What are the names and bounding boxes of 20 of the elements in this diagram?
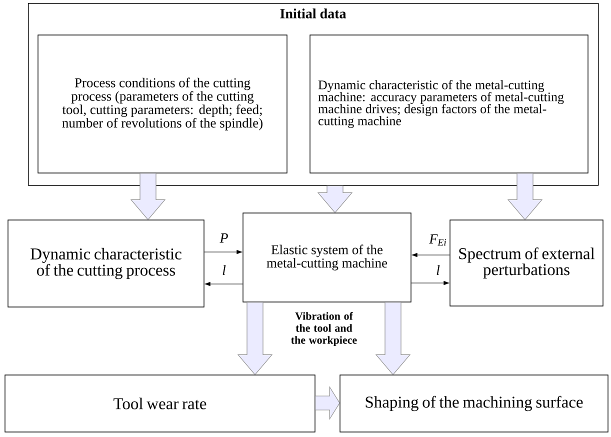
caption-text: Vibration of the tool and the workpiece <box>291 312 357 346</box>
block-arrow <box>375 302 411 376</box>
process-box: Dynamic characteristic of the metal-cutting machine: accuracy parameters of metal-cutting machine drives; design factors of the metal-cutting machine <box>310 34 588 174</box>
process-box: Spectrum of external perturbations <box>450 220 604 306</box>
block-arrow <box>317 185 353 214</box>
process-box: Dynamic characteristic of the cutting process <box>8 220 204 308</box>
block-arrow <box>507 173 543 220</box>
process-box: Shaping of the machining surface <box>340 374 608 432</box>
process-box: Process conditions of the cutting process (parameters of the cutting tool, cutting parameters: depth; feed; number of revolutions of the spindle) <box>38 34 288 174</box>
frame-heading: Initial data <box>280 8 346 18</box>
block-arrow <box>237 302 273 376</box>
process-box: Elastic system of the metal-cutting machine <box>242 212 412 302</box>
edge-label: l <box>436 265 440 275</box>
edge-label: F$_{Ei}$ <box>429 234 446 246</box>
edge-label: l <box>222 265 226 275</box>
group-frame <box>28 3 599 186</box>
edge-label: P <box>220 233 228 243</box>
block-arrow <box>130 173 166 220</box>
process-box: Tool wear rate <box>4 374 316 432</box>
block-arrow <box>315 386 340 420</box>
